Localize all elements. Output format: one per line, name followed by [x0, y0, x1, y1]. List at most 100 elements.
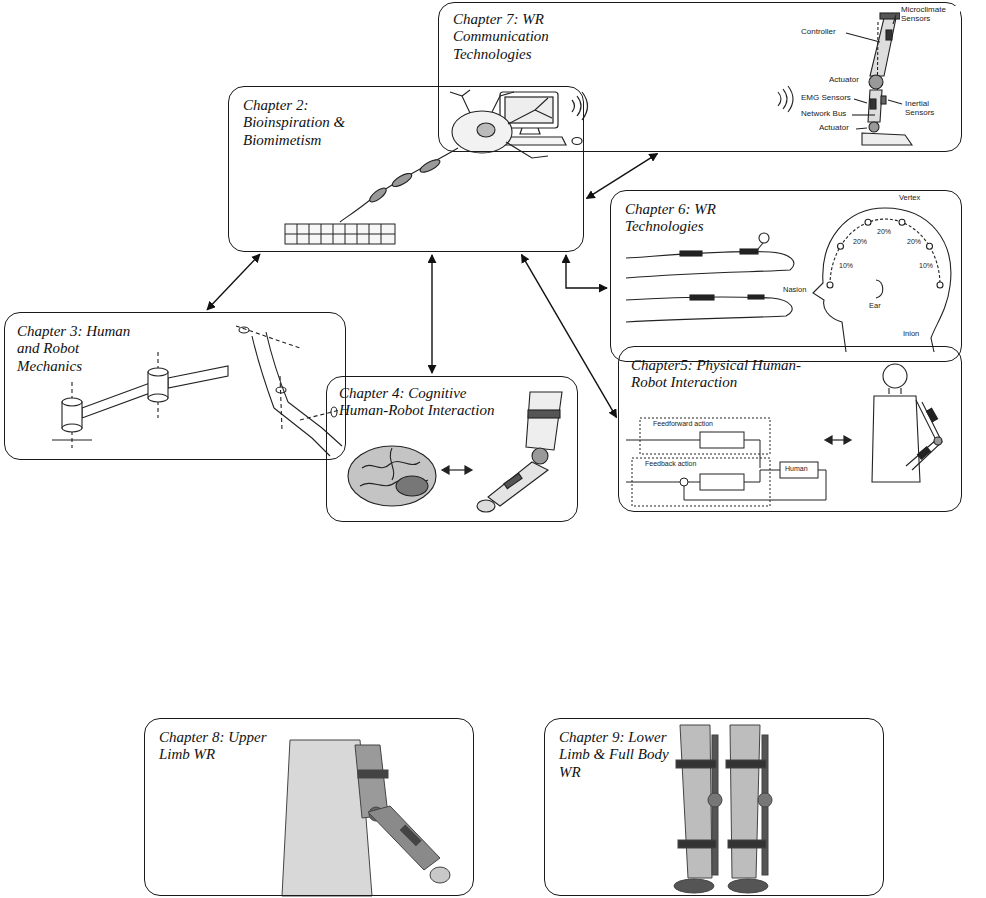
human-figure	[917, 447, 930, 459]
control-block-diagram	[700, 474, 744, 490]
figure-label: Inion	[902, 330, 920, 338]
neuron-drawing	[508, 98, 548, 124]
control-block-diagram	[626, 440, 700, 441]
chapter-box: Chapter 8: Upper Limb WR	[144, 718, 474, 896]
eeg-head	[838, 243, 844, 249]
chapter-box: Chapter 2: Bioinspiration & Biomimetism	[228, 86, 584, 252]
muscle-fibres	[285, 234, 395, 235]
robot-arm	[82, 383, 150, 418]
figure-label: Actuator	[818, 124, 850, 133]
leg-orthosis	[888, 100, 902, 104]
eeg-head	[830, 219, 940, 285]
human-arm-joints	[239, 327, 249, 333]
figure-label: Microclimate Sensors	[900, 6, 960, 24]
leg-orthosis	[880, 13, 900, 19]
lower-limb-photo	[674, 725, 772, 893]
leg-orthosis	[881, 96, 886, 104]
leg-orthosis	[856, 128, 867, 129]
chapter-title: Chapter 8: Upper Limb WR	[159, 729, 279, 764]
upper-limb-photo	[358, 770, 388, 778]
leg-orthosis	[868, 90, 882, 122]
neuron-drawing	[418, 157, 441, 174]
chapter-title: Chapter 4: Cognitive Human-Robot Interac…	[339, 385, 514, 420]
chapter-title: Chapter 3: Human and Robot Mechanics	[17, 323, 147, 375]
leg-orthosis	[870, 99, 876, 109]
upper-limb-photo	[430, 867, 450, 883]
chapter-title: Chapter 6: WR Technologies	[625, 201, 755, 236]
link-arrow-icon	[442, 466, 449, 474]
brain-drawing	[390, 448, 393, 480]
brain-drawing	[348, 446, 436, 506]
figure-label: 10%	[838, 262, 854, 270]
lower-limb-photo	[680, 725, 712, 878]
control-block-diagram	[744, 440, 760, 468]
computer-icon	[520, 128, 540, 134]
eeg-head	[937, 282, 943, 288]
neuron-drawing	[535, 110, 552, 118]
link-arrow-icon	[448, 469, 466, 470]
computer-icon	[577, 96, 581, 116]
robot-arm	[62, 398, 82, 406]
chapter-box: Chapter 7: WR Communication Technologies	[438, 2, 962, 152]
neuron-drawing	[450, 92, 470, 113]
figure-label: Nasion	[782, 286, 807, 294]
lower-limb-photo	[678, 840, 716, 848]
robot-arm	[148, 394, 168, 402]
chapter-title: Chapter 7: WR Communication Technologies	[453, 11, 571, 63]
human-figure	[912, 402, 942, 470]
chapter-box: Chapter 4: Cognitive Human-Robot Interac…	[326, 376, 578, 522]
leg-orthosis	[854, 99, 867, 103]
upper-limb-photo	[400, 825, 421, 846]
human-figure	[889, 388, 901, 394]
finger-sensors	[626, 233, 794, 322]
neuron-drawing	[390, 171, 413, 189]
figure-label: Ear	[868, 302, 882, 310]
emg-signal-icon	[783, 89, 787, 109]
human-arm-joints	[300, 410, 340, 420]
leg-orthosis	[869, 75, 883, 89]
chapter-box: Chapter 3: Human and Robot Mechanics	[4, 312, 346, 460]
lower-limb-photo	[708, 793, 722, 807]
robot-arm	[168, 366, 228, 388]
figure-label: 20%	[876, 228, 892, 236]
neuron-drawing	[452, 111, 512, 153]
robot-arm	[52, 439, 92, 440]
finger-sensors	[759, 233, 769, 243]
neuron-drawing	[492, 92, 514, 112]
figure-label: EMG Sensors	[800, 94, 852, 103]
human-arm-joints	[280, 376, 282, 430]
chapter-title: Chapter 2: Bioinspiration & Biomimetism	[243, 97, 378, 149]
finger-sensors	[690, 295, 714, 300]
human-arm-joints	[236, 326, 300, 348]
double-arrow	[207, 254, 260, 310]
figure-label: Actuator	[828, 76, 860, 85]
neuron-drawing	[506, 142, 548, 158]
upper-limb-photo	[282, 740, 450, 896]
figure-label: Human	[784, 465, 809, 473]
exoskeleton-arm	[504, 473, 522, 488]
link-arrow-icon	[844, 436, 851, 444]
control-block-diagram	[744, 470, 780, 482]
chapter-box: Chapter 9: Lower Limb & Full Body WR	[544, 718, 884, 896]
control-block-diagram	[626, 418, 826, 506]
neuron-drawing	[462, 90, 470, 96]
link-arrow-icon	[825, 436, 832, 444]
eeg-head	[927, 243, 933, 249]
figure-label: Controller	[800, 28, 837, 37]
computer-icon	[572, 138, 582, 145]
computer-icon	[505, 97, 553, 123]
chapter-box: Chapter5: Physical Human-Robot Interacti…	[618, 346, 962, 512]
figure-label: 20%	[906, 238, 922, 246]
eeg-head	[813, 208, 951, 352]
figure-label: 10%	[918, 262, 934, 270]
control-block-diagram	[780, 462, 818, 478]
control-block-diagram	[688, 482, 700, 483]
muscle-fibres	[285, 224, 395, 244]
neuron-drawing	[477, 123, 495, 137]
finger-sensors	[748, 295, 764, 299]
finger-sensors	[740, 249, 758, 254]
link-arrow-icon	[465, 466, 472, 474]
brain-drawing	[348, 446, 436, 506]
